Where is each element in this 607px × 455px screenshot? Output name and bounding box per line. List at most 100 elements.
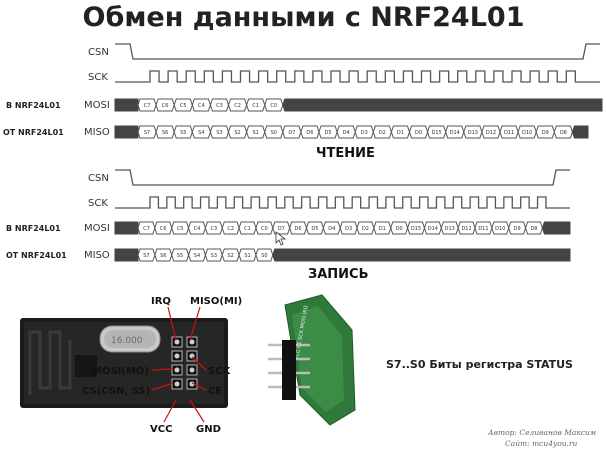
read-miso-bit-label: D8 [560, 130, 567, 136]
pin-label-gnd: GND [196, 424, 221, 435]
write-mosi-idle-right [542, 222, 570, 234]
read-miso-bit-label: D6 [306, 130, 313, 136]
write-mosi-bit-label: D13 [445, 226, 455, 232]
read-miso-label: MISO [84, 127, 110, 138]
read-sck-label: SCK [88, 72, 108, 83]
write-miso-idle-right [273, 249, 570, 261]
read-miso-bit-label: D3 [361, 130, 368, 136]
write-mosi-bit-label: C1 [244, 226, 251, 232]
write-mosi-bit-label: C7 [143, 226, 150, 232]
module-side-view: VCC CE SCK MOSI IRQ [268, 295, 355, 425]
read-mosi-bit-label: C2 [234, 103, 241, 109]
write-mosi-bus: C7C6C5C4C3C2C1C0D7D6D5D4D3D2D1D0D15D14D1… [115, 222, 570, 234]
read-miso-bit-label: D2 [379, 130, 386, 136]
write-mosi-bit-label: D15 [411, 226, 421, 232]
write-mosi-bit-label: D5 [311, 226, 318, 232]
write-mosi-bit-label: D1 [379, 226, 386, 232]
read-miso-bit-label: D15 [432, 130, 442, 136]
write-miso-bit-label: S7 [143, 253, 149, 259]
read-csn-label: CSN [88, 47, 109, 58]
read-miso-bit-label: D10 [522, 130, 532, 136]
write-miso-idle-left [115, 249, 138, 261]
read-miso-bit-label: S2 [234, 130, 240, 136]
read-mosi-bus: C7 C6 C5 C4 C3 C2 C1 C0 [115, 99, 602, 111]
read-mosi-bit-label: C4 [198, 103, 205, 109]
read-mosi-bit-label: C5 [180, 103, 187, 109]
crystal-text: 16.000 [111, 336, 143, 346]
status-note: S7..S0 Биты регистра STATUS [386, 358, 573, 371]
write-mosi-bit-label: D10 [495, 226, 505, 232]
write-miso-bit-label: S0 [261, 253, 267, 259]
read-mosi-bit-label: C7 [144, 103, 151, 109]
write-mosi-bit-label: D4 [328, 226, 335, 232]
write-mosi-bit-label: D0 [396, 226, 403, 232]
read-miso-bit-label: D5 [325, 130, 332, 136]
read-miso-bit-label: S5 [180, 130, 186, 136]
write-csn-label: CSN [88, 173, 109, 184]
read-miso-idle-right [572, 126, 588, 138]
read-miso-bit-label: S7 [144, 130, 150, 136]
read-miso-bit-label: S1 [252, 130, 258, 136]
read-mosi-bit-label: C0 [270, 103, 277, 109]
read-miso-bit-label: S6 [162, 130, 168, 136]
read-mosi-side-label: В NRF24L01 [6, 101, 61, 110]
write-mosi-bit-label: D6 [295, 226, 302, 232]
read-mosi-label: MOSI [84, 100, 110, 111]
write-mosi-bit-label: D12 [461, 226, 471, 232]
read-miso-bit-label: D4 [343, 130, 350, 136]
write-csn-wave [115, 170, 570, 185]
write-mosi-bit-label: C4 [194, 226, 201, 232]
write-mosi-bit-label: D2 [362, 226, 369, 232]
write-mosi-bit-label: C5 [177, 226, 184, 232]
read-miso-bit-label: S0 [271, 130, 277, 136]
read-miso-bit-label: D0 [415, 130, 422, 136]
write-miso-bus: S7 S6 S5 S4 S3 S2 S1 S0 [115, 249, 570, 261]
read-miso-bit-label: D14 [450, 130, 460, 136]
write-mosi-label: MOSI [84, 223, 110, 234]
write-miso-bit-label: S5 [177, 253, 183, 259]
read-miso-bit-label: D12 [486, 130, 496, 136]
write-mosi-bit-label: C3 [210, 226, 217, 232]
pin-label-ce: CE [208, 386, 222, 397]
write-mosi-bit-label: D8 [530, 226, 537, 232]
write-miso-bit-label: S6 [160, 253, 166, 259]
read-miso-idle-left [115, 126, 138, 138]
read-miso-side-label: ОТ NRF24L01 [3, 128, 64, 137]
write-sck-wave [115, 197, 570, 208]
write-miso-bit-label: S2 [227, 253, 233, 259]
site-line: Сайт: mcu4you.ru [505, 439, 578, 448]
write-miso-bit-label: S4 [194, 253, 200, 259]
pin-label-irq: IRQ [151, 296, 171, 307]
write-mosi-idle-left [115, 222, 138, 234]
write-mosi-bit-label: D11 [478, 226, 488, 232]
write-miso-label: MISO [84, 250, 110, 261]
read-miso-bit-label: D13 [468, 130, 478, 136]
read-miso-bit-label: D1 [397, 130, 404, 136]
pin-label-cs: CS(CSN, SS) [82, 386, 150, 397]
read-section-label: ЧТЕНИЕ [316, 146, 375, 161]
write-mosi-bit-label: D7 [278, 226, 285, 232]
write-mosi-bit-label: D9 [514, 226, 521, 232]
write-miso-bit-label: S1 [244, 253, 250, 259]
pin-label-mosi: MOSI(MO) [92, 366, 149, 377]
read-mosi-bit-label: C3 [216, 103, 223, 109]
write-miso-bit-label: S3 [211, 253, 217, 259]
read-miso-bit-label: D9 [542, 130, 549, 136]
read-mosi-bit-label: C6 [162, 103, 169, 109]
read-mosi-bit-label: C1 [252, 103, 259, 109]
read-miso-bit-label: S4 [198, 130, 204, 136]
read-miso-bit-label: D11 [504, 130, 514, 136]
pin-label-vcc: VCC [150, 424, 172, 435]
read-mosi-idle-right [283, 99, 602, 111]
write-miso-side-label: ОТ NRF24L01 [6, 251, 67, 260]
write-mosi-bit-label: D3 [345, 226, 352, 232]
pin-label-miso: MISO(MI) [190, 296, 242, 307]
read-miso-bit-label: D7 [288, 130, 295, 136]
write-mosi-bit-label: C0 [261, 226, 268, 232]
write-section-label: ЗАПИСЬ [308, 267, 369, 282]
pin-label-sck: SCK [208, 366, 232, 377]
read-miso-bus: S7S6S5S4S3S2S1S0D7D6D5D4D3D2D1D0D15D14D1… [115, 126, 588, 138]
write-mosi-bit-label: C6 [160, 226, 167, 232]
author-line: Автор: Селиванов Максим [487, 428, 596, 437]
